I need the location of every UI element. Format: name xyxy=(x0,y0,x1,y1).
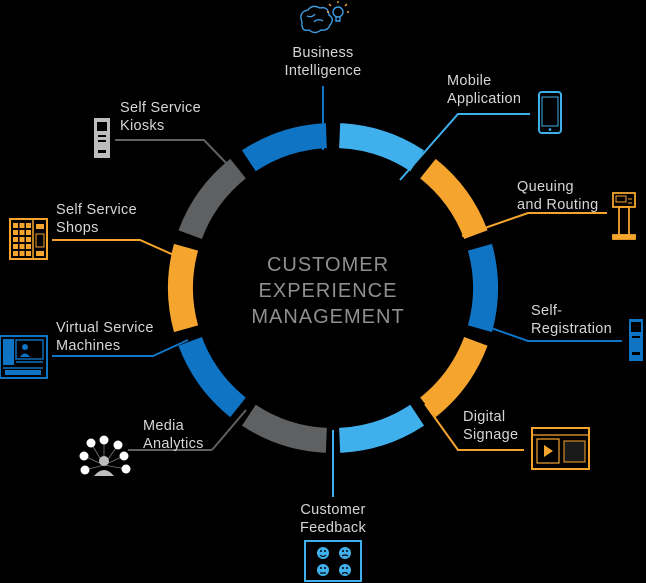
label-self-service-shops: Self Service Shops xyxy=(56,202,137,236)
ring-segment-virtual-service-machines xyxy=(178,337,246,418)
connector-mobile-application xyxy=(399,113,530,181)
connector-self-registration xyxy=(473,321,622,342)
shop-product-slot xyxy=(26,230,31,235)
label-digital-signage: Digital Signage xyxy=(463,409,519,443)
ring-segment-queuing-routing xyxy=(420,158,488,239)
center-title: CUSTOMER EXPERIENCE MANAGEMENT xyxy=(228,252,428,330)
ring-segment-media-analytics xyxy=(241,404,327,453)
video-screen-icon xyxy=(531,427,590,470)
connector-digital-signage xyxy=(424,403,524,451)
shop-product-slot xyxy=(26,237,31,242)
connectors xyxy=(52,86,622,497)
ring-segment-digital-signage xyxy=(420,337,488,418)
center-title-line3: MANAGEMENT xyxy=(251,306,405,328)
ring-segment-customer-feedback xyxy=(339,404,425,453)
shop-product-slot xyxy=(19,251,25,256)
shop-product-slot xyxy=(26,223,31,228)
brain-lightbulb-icon xyxy=(300,1,349,34)
label-self-registration: Self- Registration xyxy=(531,303,612,337)
shop-product-slot xyxy=(19,230,25,235)
label-business-intelligence: Business Intelligence xyxy=(284,45,362,79)
label-customer-feedback: Customer Feedback xyxy=(299,502,367,536)
shop-product-slot xyxy=(26,251,31,256)
registration-kiosk-icon xyxy=(629,319,643,361)
vending-shop-icon xyxy=(9,218,48,260)
label-virtual-service-machines: Virtual Service Machines xyxy=(56,320,154,354)
shop-product-slot xyxy=(19,237,25,242)
label-queuing-routing: Queuing and Routing xyxy=(517,179,599,213)
ring-segment-business-intelligence xyxy=(241,123,327,172)
shop-product-slot xyxy=(13,223,18,228)
ring-segment-self-service-shops xyxy=(167,243,199,333)
ring xyxy=(167,123,498,453)
emoji-feedback-icon xyxy=(304,540,362,582)
shop-product-slot xyxy=(26,244,31,249)
shop-product-slot xyxy=(13,244,18,249)
ring-segment-self-service-kiosks xyxy=(178,158,246,239)
connector-media-analytics-diag xyxy=(211,409,247,451)
connector-queuing-routing xyxy=(461,212,607,237)
shop-product-slot xyxy=(19,244,25,249)
center-title-line2: EXPERIENCE xyxy=(258,280,398,302)
smartphone-icon xyxy=(538,91,562,134)
shop-product-slot xyxy=(13,237,18,242)
connector-self-service-kiosks xyxy=(115,139,230,167)
shop-product-slot xyxy=(13,230,18,235)
label-self-service-kiosks: Self Service Kiosks xyxy=(120,100,201,134)
shop-product-slot xyxy=(13,251,18,256)
label-mobile-application: Mobile Application xyxy=(447,73,522,107)
ticket-kiosk-icon xyxy=(612,192,636,240)
ring-segment-mobile-application xyxy=(339,123,425,172)
center-title-line1: CUSTOMER xyxy=(266,254,390,276)
virtual-machine-icon xyxy=(0,335,48,379)
connector-self-service-shops xyxy=(52,239,177,257)
ring-segment-self-registration xyxy=(467,243,498,333)
shop-product-slot xyxy=(19,223,25,228)
connector-virtual-service-machines xyxy=(52,339,189,357)
label-media-analytics: Media Analytics xyxy=(143,418,204,452)
kiosk-icon xyxy=(94,118,110,158)
social-media-network-icon xyxy=(79,435,131,476)
